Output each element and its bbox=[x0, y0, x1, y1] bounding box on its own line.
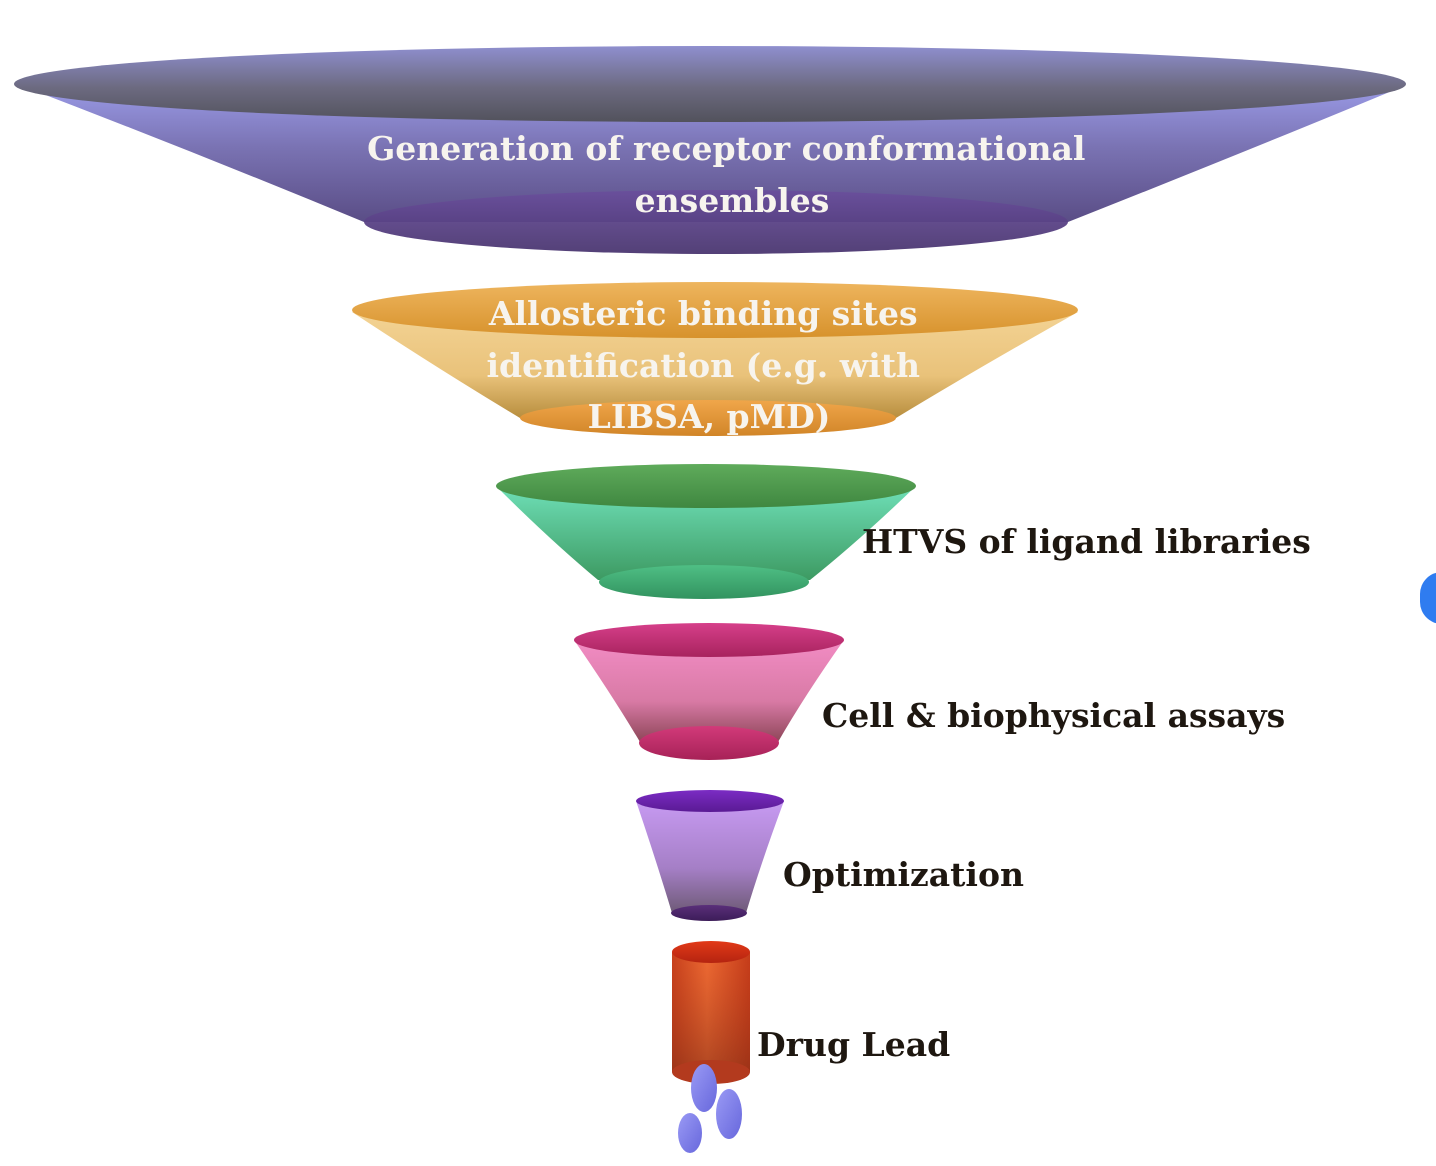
funnel-stage-1-bottom bbox=[364, 190, 1068, 254]
funnel-stage-2-rim bbox=[352, 282, 1078, 338]
funnel-stage-3-rim bbox=[496, 464, 916, 508]
stage-3-label: HTVS of ligand libraries bbox=[862, 522, 1311, 561]
funnel-stage-2-bottom bbox=[520, 400, 896, 436]
funnel-stage-6-rim bbox=[672, 941, 750, 963]
stage-2-label: Allosteric binding sites identification … bbox=[487, 294, 932, 436]
stage-4-label-line-1: Cell & biophysical assays bbox=[822, 696, 1285, 735]
stage-2-label-line-2: identification (e.g. with bbox=[487, 346, 920, 385]
stage-2-label-line-3: LIBSA, pMD) bbox=[588, 397, 831, 436]
funnel-stage-5-body bbox=[636, 801, 784, 913]
drop-2 bbox=[716, 1089, 742, 1139]
stage-5-label-line-1: Optimization bbox=[783, 855, 1024, 894]
stage-6-label-line-1: Drug Lead bbox=[757, 1025, 950, 1064]
scroll-indicator[interactable] bbox=[1420, 572, 1436, 624]
funnel-stage-4-rim bbox=[574, 623, 844, 657]
funnel-stage-6-shade bbox=[672, 952, 750, 1072]
funnel-stage-6: Drug Lead bbox=[672, 941, 950, 1084]
funnel-stage-4-body bbox=[574, 640, 844, 742]
funnel-stage-1-body bbox=[22, 86, 1404, 222]
funnel-stage-5-bottom bbox=[671, 905, 747, 921]
funnel-stage-1-rim bbox=[14, 46, 1406, 122]
funnel-stage-3-body bbox=[496, 486, 916, 580]
stage-5-label: Optimization bbox=[783, 855, 1024, 894]
drop-3 bbox=[678, 1113, 702, 1153]
funnel-stage-3-bottom bbox=[599, 565, 809, 599]
stage-3-label-line-1: HTVS of ligand libraries bbox=[862, 522, 1311, 561]
funnel-stage-5: Optimization bbox=[636, 790, 1024, 921]
funnel-stage-4-bottom bbox=[639, 726, 779, 760]
funnel-stage-3: HTVS of ligand libraries bbox=[496, 464, 1311, 599]
funnel-stage-2-body bbox=[352, 312, 1078, 418]
funnel-stage-4: Cell & biophysical assays bbox=[574, 623, 1285, 760]
stage-4-label: Cell & biophysical assays bbox=[822, 696, 1285, 735]
stage-2-label-line-1: Allosteric binding sites bbox=[488, 294, 918, 333]
drop-1 bbox=[691, 1064, 717, 1112]
funnel-stage-5-rim bbox=[636, 790, 784, 812]
scroll-indicator-dot[interactable] bbox=[1420, 572, 1436, 624]
stage-6-label: Drug Lead bbox=[757, 1025, 950, 1064]
stage-1-label-line-2: ensembles bbox=[635, 181, 830, 220]
funnel-stage-1: Generation of receptor conformational en… bbox=[14, 46, 1406, 254]
funnel-stage-2: Allosteric binding sites identification … bbox=[352, 282, 1078, 436]
drug-drops bbox=[678, 1064, 742, 1153]
stage-1-label-line-1: Generation of receptor conformational bbox=[367, 129, 1085, 168]
stage-1-label: Generation of receptor conformational en… bbox=[367, 129, 1097, 220]
